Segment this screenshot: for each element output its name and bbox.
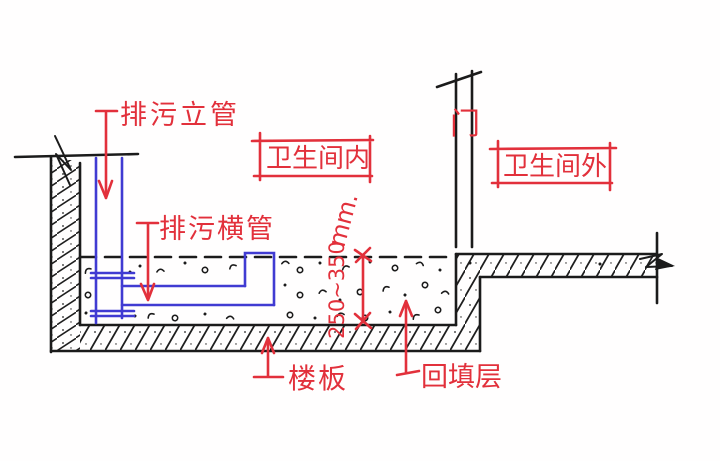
bathroom-inside-box [250, 131, 375, 184]
dimension-value-label: 250~350 [325, 241, 349, 339]
floor-slab-leader-line [252, 340, 285, 379]
debris-mark [313, 316, 317, 320]
bathroom-outside-box [488, 139, 618, 192]
debris-mark [468, 261, 472, 265]
debris-mark [318, 289, 327, 295]
backfill-arrowhead-icon [398, 299, 414, 318]
debris-mark [183, 261, 187, 265]
debris-mark [84, 291, 92, 299]
debris-mark [147, 312, 155, 319]
door-label: 门 [450, 107, 480, 142]
debris-mark [296, 291, 304, 299]
dimension-unit-label: mm. [323, 190, 364, 250]
debris-mark [421, 281, 429, 289]
debris-mark [138, 264, 142, 268]
soil-stack-arrowhead-icon [97, 179, 114, 200]
debris-mark [382, 285, 390, 292]
debris-mark [203, 312, 207, 316]
debris-mark [598, 262, 602, 266]
bathroom-inside-label: 卫生间内 [266, 144, 370, 174]
floor-slab-label: 楼板 [288, 362, 348, 395]
debris-mark [171, 314, 179, 322]
annotation-text: 排污立管 排污横管 卫生间内 卫生间外 门 250~350 mm. 楼板 回填层 [120, 100, 607, 395]
wall-break-symbol [54, 135, 72, 186]
bathroom-outside-label: 卫生间外 [503, 152, 607, 182]
debris-mark [281, 260, 290, 265]
debris-mark [438, 268, 442, 272]
debris-mark [403, 293, 407, 297]
left-wall-hatch [51, 160, 80, 351]
debris-mark [229, 264, 237, 270]
debris-mark [415, 261, 425, 267]
annotation-lines [94, 109, 618, 379]
debris-mark [201, 266, 209, 274]
pipe-coupling-lower [89, 309, 136, 318]
debris-mark [318, 261, 322, 265]
debris-mark [388, 310, 392, 314]
drain-elbow-riser [243, 251, 276, 307]
door-head-line [435, 70, 483, 89]
horizontal-drain-label: 排污横管 [159, 214, 275, 245]
debris-mark [434, 306, 442, 314]
floor-slab-arrowhead-icon [260, 336, 276, 355]
debris-mark [286, 311, 294, 319]
debris-mark [336, 312, 345, 318]
debris-mark [156, 268, 165, 273]
debris-mark [84, 267, 92, 275]
wall-top-cut-line [13, 152, 140, 159]
debris-mark [338, 298, 342, 302]
dimension-tick-bottom-icon [353, 311, 373, 331]
debris-mark [225, 315, 235, 320]
right-break-arrowhead-icon [655, 258, 675, 270]
pipe-coupling-upper [89, 271, 136, 280]
debris-mark [84, 311, 88, 315]
horizontal-drain-arrowhead-icon [139, 282, 156, 302]
debris-mark [391, 264, 399, 272]
debris-mark [412, 313, 420, 320]
soil-stack-label: 排污立管 [120, 100, 240, 131]
debris-mark [341, 265, 350, 271]
debris-mark [283, 283, 287, 287]
horizontal-drain-leader-line [135, 221, 160, 299]
structure-black [13, 69, 675, 354]
slab-and-step-hatch [80, 254, 657, 351]
backfill-texture [84, 260, 602, 322]
debris-mark [296, 266, 304, 274]
backfill-leader-line [395, 303, 421, 377]
soil-stack-leader-line [94, 109, 119, 196]
debris-mark [440, 290, 450, 295]
backfill-layer-label: 回填层 [421, 362, 502, 393]
dimension-tick-top-icon [353, 246, 373, 264]
